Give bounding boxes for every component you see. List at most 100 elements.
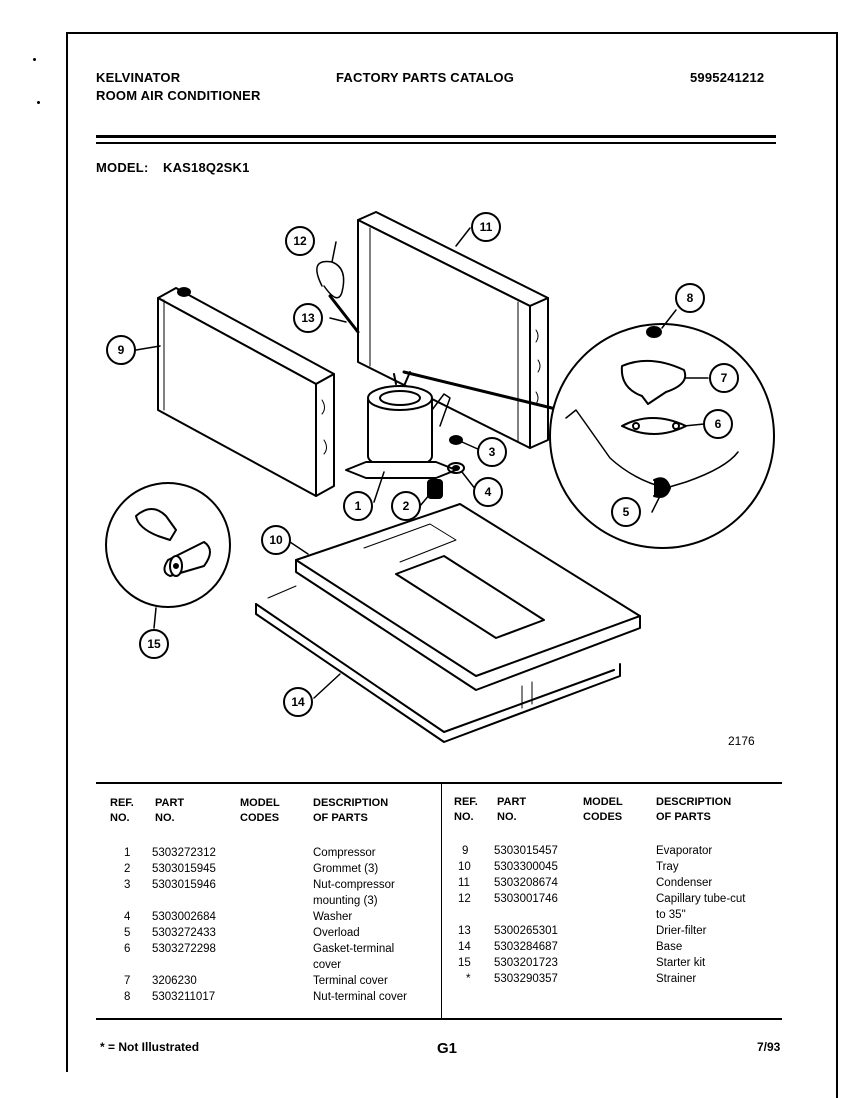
part-no: 5303001746 — [494, 893, 558, 905]
part-no: 5303211017 — [152, 991, 216, 1003]
brand: KELVINATOR — [96, 70, 181, 85]
ref-no: 4 — [124, 911, 131, 923]
ref-no: 8 — [124, 991, 131, 1003]
description-header: DESCRIPTION — [313, 797, 389, 809]
callout-15 — [139, 629, 169, 659]
part-description: Strainer — [656, 973, 697, 985]
description-header: OF PARTS — [656, 811, 711, 823]
revision-date: 7/93 — [757, 1040, 781, 1054]
page-border-right — [836, 32, 838, 1098]
ref-no: 14 — [458, 941, 471, 953]
callout-11 — [471, 212, 501, 242]
part-description: Capillary tube-cut to 35" — [656, 893, 746, 921]
scan-speck — [37, 101, 40, 104]
part-no: 5303002684 — [152, 911, 216, 923]
catalog-title: FACTORY PARTS CATALOG — [336, 70, 515, 85]
callout-label: 13 — [301, 311, 315, 325]
part-description: Gasket-terminal cover — [313, 943, 395, 971]
part-no: 5303272298 — [152, 943, 216, 955]
model-codes-header: MODEL — [240, 797, 280, 809]
tray-drawing — [295, 503, 641, 691]
part-header: NO. — [155, 812, 175, 824]
part-header: NO. — [497, 811, 517, 823]
callout-4 — [473, 477, 503, 507]
part-no: 5303272433 — [152, 927, 216, 939]
part-no: 3206230 — [152, 975, 197, 987]
model-codes-header: CODES — [583, 811, 623, 823]
part-description: Base — [656, 941, 683, 953]
callout-label: 6 — [715, 417, 722, 431]
ref-header: REF. — [454, 796, 478, 808]
ref-no: 11 — [458, 877, 470, 889]
callout-label: 5 — [623, 505, 630, 519]
part-description: Tray — [656, 861, 679, 873]
callout-label: 4 — [485, 485, 492, 499]
description-header: DESCRIPTION — [656, 796, 732, 808]
callout-label: 10 — [269, 533, 283, 547]
part-no: 5303284687 — [494, 941, 558, 953]
part-no: 5303272312 — [152, 847, 216, 859]
table-column-divider — [441, 784, 442, 1018]
ref-no: 1 — [124, 847, 131, 859]
ref-no: 10 — [458, 861, 471, 873]
callout-label: 3 — [489, 445, 496, 459]
model-value: KAS18Q2SK1 — [163, 160, 250, 175]
part-no: 5300265301 — [494, 925, 558, 937]
scan-speck — [33, 58, 36, 61]
callout-8 — [675, 283, 705, 313]
callout-13 — [293, 303, 323, 333]
part-description: Grommet (3) — [313, 863, 379, 875]
part-no: 5303201723 — [494, 957, 558, 969]
header-rule — [96, 135, 776, 138]
part-description: Nut-compressor mounting (3) — [313, 879, 395, 907]
callout-14 — [283, 687, 313, 717]
ref-no: 13 — [458, 925, 471, 937]
footnote: * = Not Illustrated — [100, 1040, 200, 1054]
base-drawing — [255, 585, 621, 743]
callout-label: 11 — [480, 220, 493, 234]
callout-label: 12 — [293, 234, 307, 248]
exploded-parts-diagram: 1 2 3 4 5 6 7 8 9 10 11 12 13 14 15 — [105, 211, 775, 743]
callout-5 — [611, 497, 641, 527]
compressor-drawing — [345, 371, 457, 479]
callout-label: 9 — [118, 343, 125, 357]
product-type: ROOM AIR CONDITIONER — [96, 88, 261, 103]
doc-number: 5995241212 — [690, 70, 765, 85]
part-description: Starter kit — [656, 957, 706, 969]
ref-no: 5 — [124, 927, 131, 939]
ref-header: NO. — [110, 812, 130, 824]
model-codes-header: MODEL — [583, 796, 623, 808]
part-no: 5303290357 — [494, 973, 558, 985]
part-description: Overload — [313, 927, 360, 939]
ref-no: 6 — [124, 943, 131, 955]
description-header: OF PARTS — [313, 812, 368, 824]
callout-10 — [261, 525, 291, 555]
ref-no: 3 — [124, 879, 131, 891]
callout-label: 15 — [147, 637, 161, 651]
part-header: PART — [155, 797, 185, 809]
part-description: Nut-terminal cover — [313, 991, 407, 1003]
ref-no: 12 — [458, 893, 471, 905]
part-header: PART — [497, 796, 527, 808]
part-no: 5303015457 — [494, 845, 558, 857]
part-description: Compressor — [313, 847, 376, 859]
ref-no: * — [466, 973, 471, 985]
callout-6 — [703, 409, 733, 439]
ref-no: 2 — [124, 863, 131, 875]
ref-no: 7 — [124, 975, 131, 987]
evaporator-drawing — [157, 287, 335, 497]
callout-12 — [285, 226, 315, 256]
part-no: 5303015946 — [152, 879, 216, 891]
callout-9 — [106, 335, 136, 365]
ref-no: 15 — [458, 957, 471, 969]
header-rule-thin — [96, 142, 776, 144]
callout-label: 7 — [721, 371, 728, 385]
part-description: Condenser — [656, 877, 713, 889]
part-description: Evaporator — [656, 845, 713, 857]
ref-no: 9 — [462, 845, 469, 857]
callout-7 — [709, 363, 739, 393]
callout-1 — [343, 491, 373, 521]
part-description: Terminal cover — [313, 975, 388, 987]
table-top-rule — [96, 782, 782, 784]
drawing-number: 2176 — [728, 734, 755, 748]
